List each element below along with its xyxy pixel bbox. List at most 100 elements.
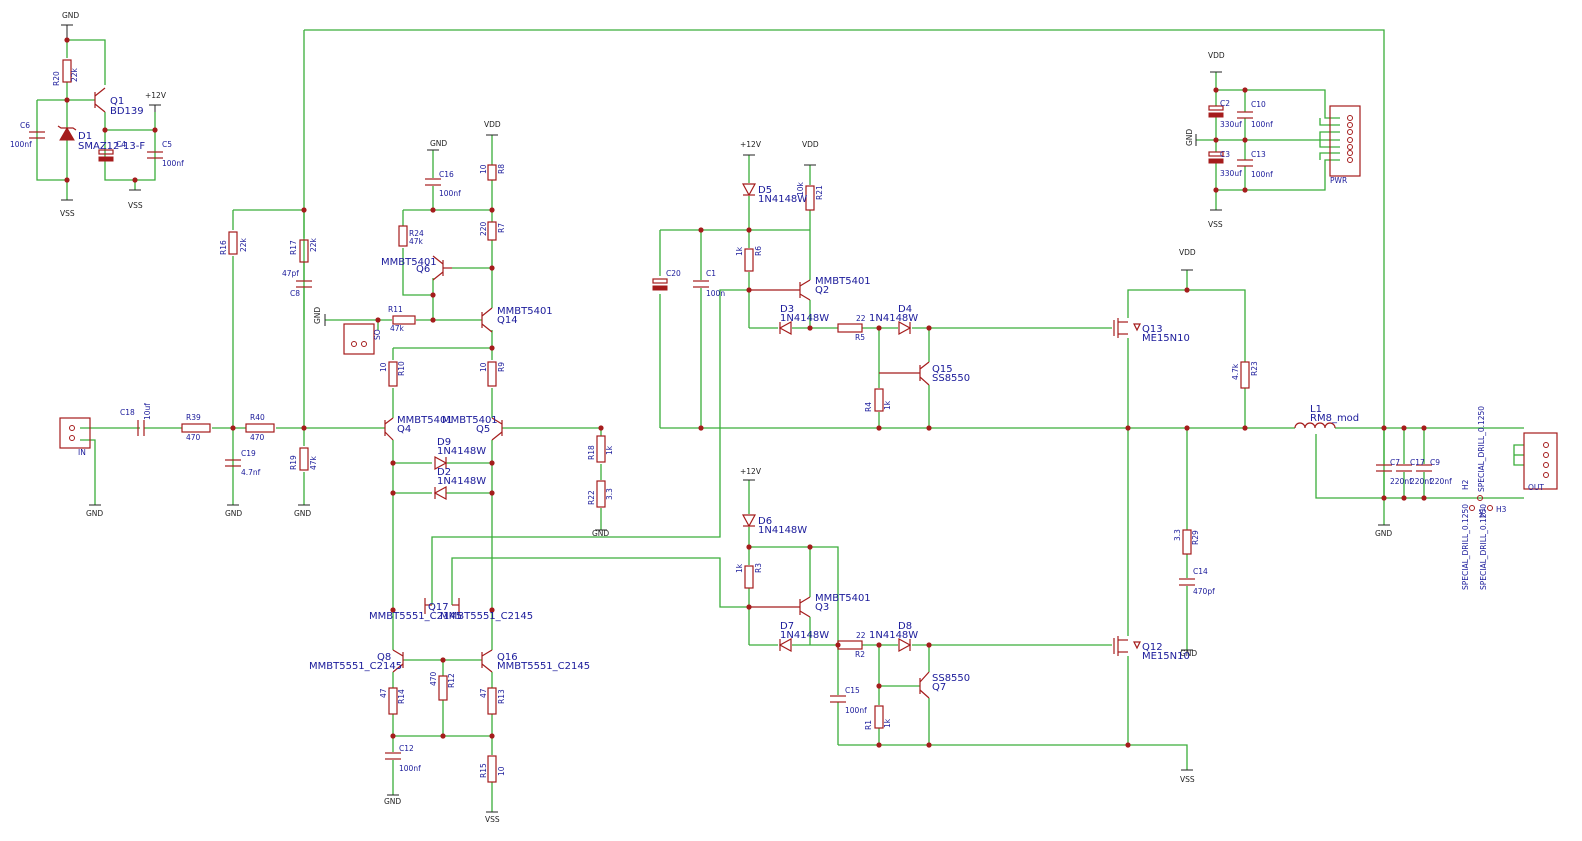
- value-H3: SPECIAL_DRILL_0.1250: [1479, 504, 1488, 590]
- value-D5: 1N4148W: [758, 194, 807, 205]
- transistor-Q16: [481, 649, 493, 673]
- ref-L1: L1: [1310, 404, 1322, 415]
- connector-SO: [343, 323, 375, 355]
- capacitor-C15: [830, 695, 846, 703]
- value-D4: 1N4148W: [869, 313, 918, 324]
- ref-D7: D7: [780, 621, 794, 632]
- value-R17: 22k: [309, 237, 318, 252]
- ref-R19: R19: [289, 455, 298, 470]
- ref-R9: R9: [497, 362, 506, 372]
- vdd-label: VDD: [802, 140, 819, 149]
- ref-R7: R7: [497, 223, 506, 233]
- ref-Q7: Q7: [932, 682, 946, 693]
- resistor-R12: [438, 675, 448, 701]
- value-D2: 1N4148W: [437, 476, 486, 487]
- wires: [36, 29, 1524, 812]
- value-Q12: ME15N10: [1142, 651, 1190, 662]
- resistor-R9: [487, 361, 497, 387]
- gnd-label: GND: [62, 11, 79, 20]
- resistor-R22: [596, 480, 606, 508]
- resistor-R18: [596, 435, 606, 463]
- ref-R2: R2: [855, 650, 865, 659]
- value-R20: 22k: [70, 67, 79, 82]
- value-R13: 47: [479, 688, 488, 698]
- ref-R21: R21: [815, 185, 824, 200]
- ref-D4: D4: [898, 304, 912, 315]
- ref-C3: C3: [1220, 150, 1230, 159]
- value-D6: 1N4148W: [758, 525, 807, 536]
- value-C12: 100nf: [399, 764, 421, 773]
- resistor-R4: [874, 388, 884, 412]
- transistor-Q6: [432, 255, 452, 281]
- ref-R8: R8: [497, 164, 506, 174]
- ref-R12: R12: [447, 673, 456, 688]
- value-C19: 4.7nf: [241, 468, 261, 477]
- vdd-label: VDD: [484, 120, 501, 129]
- ref-SO: SO: [373, 329, 382, 340]
- value-R23: 4.7k: [1231, 363, 1240, 380]
- gnd-label: GND: [384, 797, 401, 806]
- capacitor-C16: [425, 178, 441, 186]
- value-R16: 22k: [239, 237, 248, 252]
- value-C5: 100nf: [162, 159, 184, 168]
- zener-D1: [57, 125, 77, 141]
- value-Q11: MMBT5551_C2145: [440, 611, 533, 622]
- value-R29: 3.3: [1173, 529, 1182, 541]
- component-labels: Q1 BD139 D1 SMAZ12-13-F R20 22k C6 100nf…: [10, 67, 1544, 778]
- resistor-R1: [874, 705, 884, 729]
- ref-C12: C12: [399, 744, 414, 753]
- ref-D6: D6: [758, 516, 772, 527]
- resistor-R40: [245, 423, 275, 433]
- capacitor-C18: [137, 420, 145, 436]
- diode-D8: [898, 637, 912, 653]
- capacitor-C3: [1208, 151, 1224, 164]
- ref-Q17: Q17: [428, 602, 449, 613]
- diode-D5: [741, 183, 757, 197]
- mounting-holes: [1469, 495, 1493, 511]
- ref-C8: C8: [290, 289, 300, 298]
- gnd-label: GND: [294, 509, 311, 518]
- resistor-R14: [388, 687, 398, 715]
- value-Q4: MMBT5401: [397, 415, 453, 426]
- ref-D1: D1: [78, 131, 92, 142]
- diode-D7: [778, 637, 792, 653]
- value-Q2: MMBT5401: [815, 276, 871, 287]
- connector-OUT: [1523, 432, 1558, 490]
- diode-D3: [778, 320, 792, 336]
- ref-Q1: Q1: [110, 96, 124, 107]
- value-Q1: BD139: [110, 106, 144, 117]
- value-R5: 22: [856, 314, 866, 323]
- value-Q5: MMBT5401: [442, 415, 498, 426]
- transistor-Q15: [879, 361, 930, 386]
- capacitor-C7: [1376, 464, 1392, 472]
- value-D3: 1N4148W: [780, 313, 829, 324]
- ref-Q6: Q6: [416, 264, 430, 275]
- capacitor-C20: [652, 278, 668, 291]
- ref-C4: C4: [116, 140, 126, 149]
- vss-label: VSS: [1180, 775, 1195, 784]
- capacitor-C13: [1237, 159, 1253, 167]
- ref-C2: C2: [1220, 99, 1230, 108]
- ref-C10: C10: [1251, 100, 1266, 109]
- value-D1: SMAZ12-13-F: [78, 141, 145, 152]
- value-C14: 470pf: [1193, 587, 1215, 596]
- resistor-R21: [805, 185, 815, 211]
- ref-C18: C18: [120, 408, 135, 417]
- resistor-R15: [487, 755, 497, 783]
- ref-R13: R13: [497, 689, 506, 704]
- value-C2: 330uf: [1220, 120, 1242, 129]
- resistor-R5: [837, 323, 863, 333]
- p12v-label: +12V: [145, 91, 167, 100]
- vss-label: VSS: [485, 815, 500, 824]
- resistor-R19: [299, 447, 309, 471]
- transistor-Q3: [749, 596, 811, 618]
- value-R39: 470: [186, 433, 201, 442]
- ref-C16: C16: [439, 170, 454, 179]
- value-R4: 1k: [883, 400, 892, 410]
- ref-R24: R24: [409, 229, 424, 238]
- ref-C15: C15: [845, 686, 860, 695]
- diode-D9: [434, 455, 448, 471]
- ref-C19: C19: [241, 449, 256, 458]
- value-C16: 100nf: [439, 189, 461, 198]
